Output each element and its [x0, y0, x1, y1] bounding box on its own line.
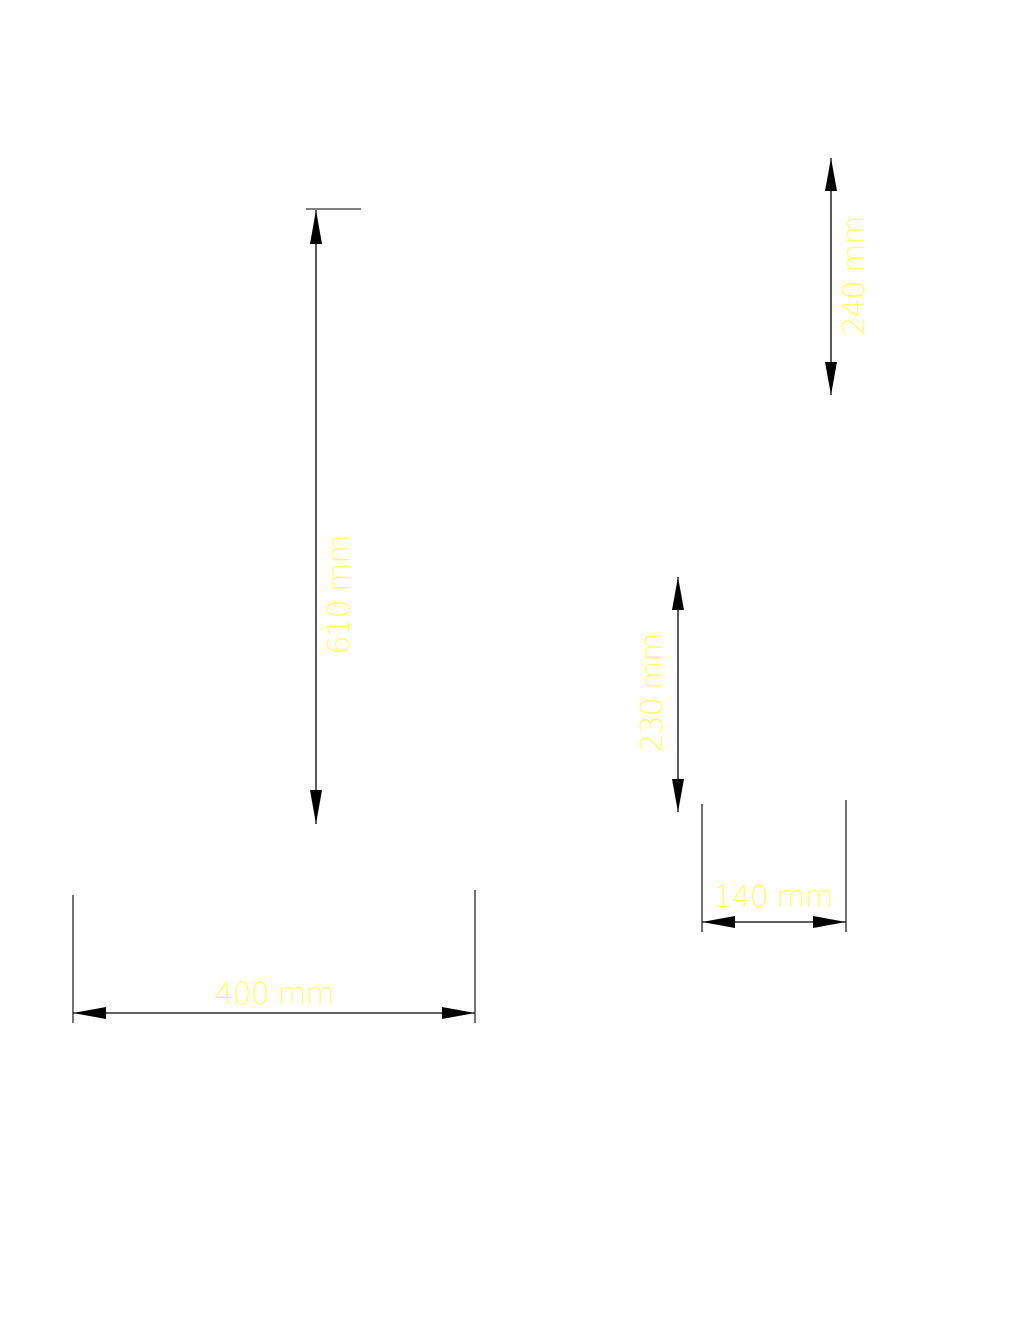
arrow-head-left [73, 1007, 106, 1019]
arrow-head-up [825, 158, 837, 191]
dimension-label-240: 240 mm [837, 216, 872, 335]
arrow-head-down [825, 362, 837, 395]
dimension-label-610: 610 mm [322, 535, 357, 654]
arrow-head-up [310, 210, 322, 244]
dimension-230: 230 mm [635, 577, 684, 812]
arrow-head-right [442, 1007, 475, 1019]
dimension-240: 240 mm [825, 158, 872, 395]
dimension-label-140: 140 mm [713, 880, 832, 915]
dimension-400: 400 mm [72, 890, 476, 1023]
arrow-head-left [702, 916, 735, 928]
dimension-label-230: 230 mm [635, 633, 670, 752]
arrow-head-down [672, 779, 684, 812]
dimension-140: 140 mm [701, 800, 847, 932]
arrow-head-right [813, 916, 846, 928]
dimension-610: 610 mm [306, 208, 361, 824]
arrow-head-down [310, 790, 322, 824]
dimension-label-400: 400 mm [214, 977, 333, 1012]
arrow-head-up [672, 577, 684, 610]
